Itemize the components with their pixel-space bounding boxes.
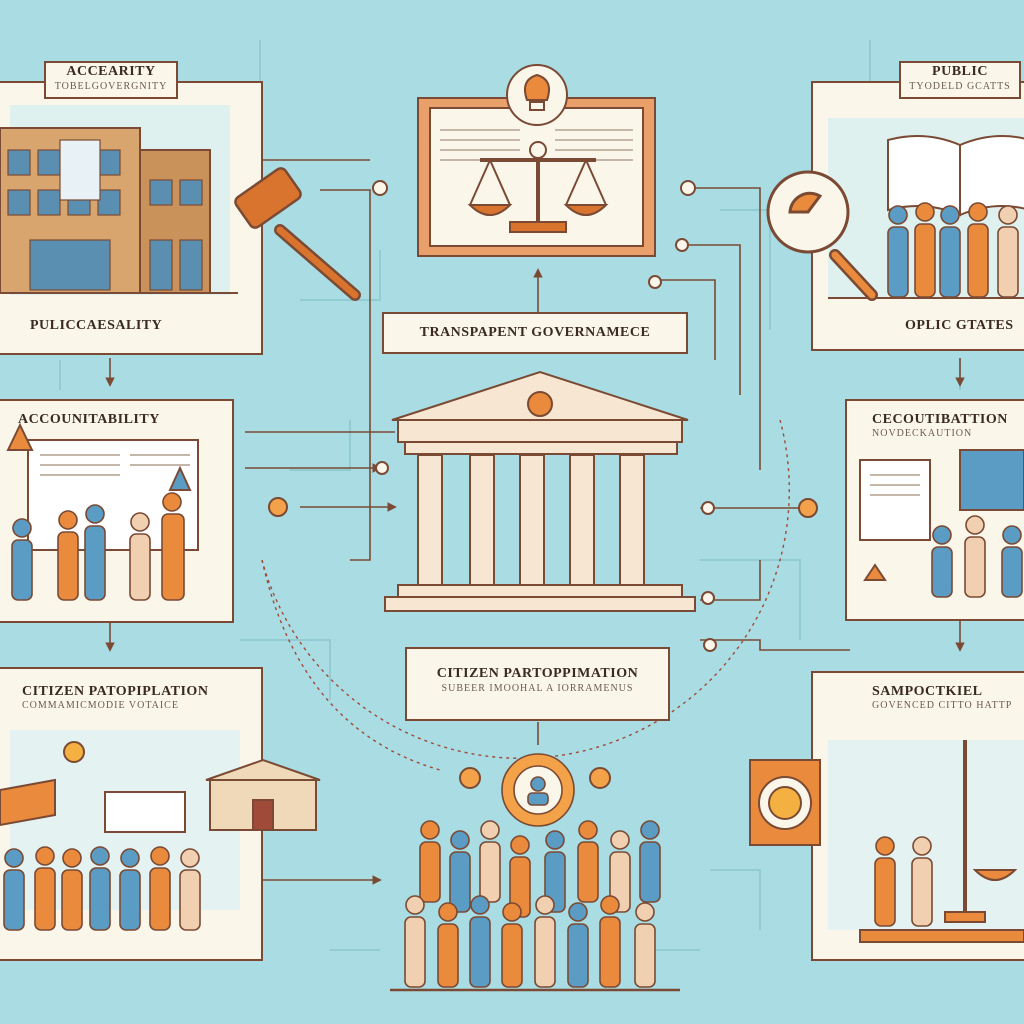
mid-right-subtitle: NOVDECKAUTION xyxy=(872,428,1008,439)
label-bottom-right: SAMPOCTKIEL GOVENCED CITTO HATTP xyxy=(872,684,1012,711)
top-left-caption: PULICCAESALITY xyxy=(30,318,162,334)
bottom-right-subtitle: GOVENCED CITTO HATTP xyxy=(872,700,1012,711)
panel-top-left xyxy=(0,82,262,354)
lower-center-title: CITIZEN PARTOPPIMATION xyxy=(407,665,668,683)
top-right-caption: OPLIC GTATES xyxy=(905,318,1014,334)
mid-right-title: CECOUTIBATTION xyxy=(872,412,1008,427)
seal-icon xyxy=(750,760,820,845)
label-center-title: TRANSPAPENT GOVERNAMECE xyxy=(382,312,688,354)
courthouse-icon xyxy=(385,372,695,611)
label-mid-right: CECOUTIBATTION NOVDECKAUTION xyxy=(872,412,1008,439)
label-bottom-left: CITIZEN PATOPIPLATION COMMAMICMODIE VOTA… xyxy=(22,684,208,711)
mid-left-title: ACCOUNITABILITY xyxy=(18,412,160,428)
label-top-right: PUBLIC TYODELD GCATTS xyxy=(899,61,1021,99)
bottom-left-title: CITIZEN PATOPIPLATION xyxy=(22,684,208,699)
label-lower-center: CITIZEN PARTOPPIMATION SUBEER IMOOHAL A … xyxy=(405,647,670,721)
crowd-center xyxy=(390,754,680,990)
people-top-right xyxy=(888,203,1018,297)
bottom-left-subtitle: COMMAMICMODIE VOTAICE xyxy=(22,700,208,711)
top-left-title: ACCEARITY xyxy=(46,63,176,81)
label-top-left: ACCEARITY TOBELGOVERGNITY xyxy=(44,61,178,99)
center-title: TRANSPAPENT GOVERNAMECE xyxy=(384,324,686,342)
panel-mid-left xyxy=(0,400,233,622)
top-left-subtitle: TOBELGOVERGNITY xyxy=(46,81,176,93)
lightbulb-icon xyxy=(507,65,567,125)
people-mid-right xyxy=(932,516,1022,597)
top-right-subtitle: TYODELD GCATTS xyxy=(901,81,1019,93)
top-right-title: PUBLIC xyxy=(901,63,1019,81)
bottom-right-title: SAMPOCTKIEL xyxy=(872,684,983,699)
lower-center-subtitle: SUBEER IMOOHAL A IORRAMENUS xyxy=(407,683,668,695)
